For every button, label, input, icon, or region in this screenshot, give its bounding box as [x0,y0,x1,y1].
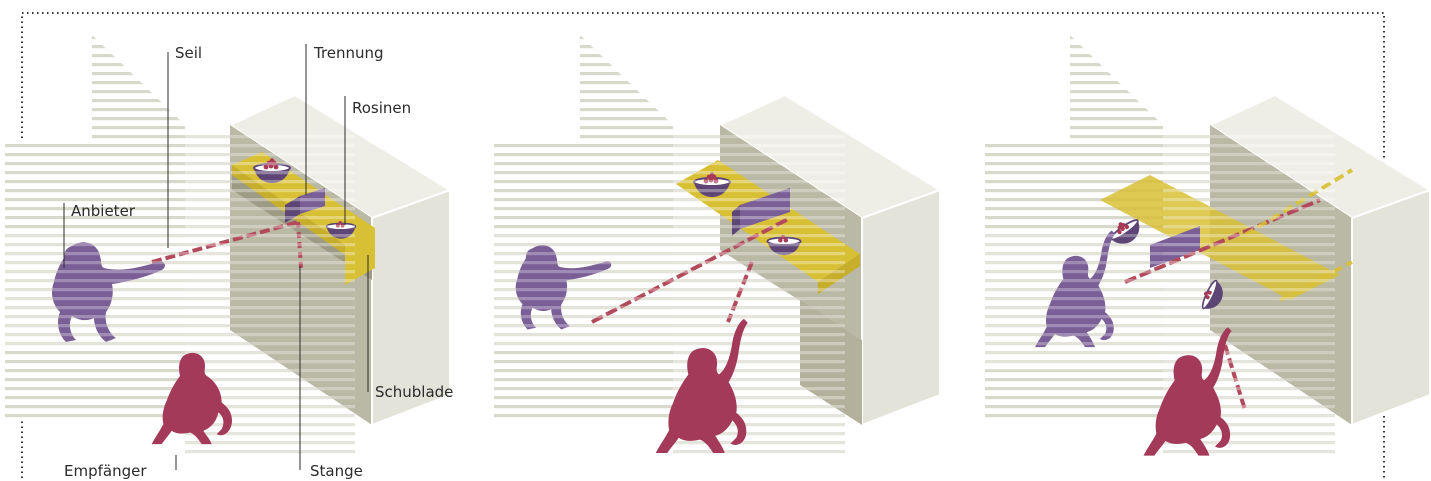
svg-text:Schublade: Schublade [375,383,453,401]
svg-text:Empfänger: Empfänger [64,462,147,480]
panel-1: Seil Trennung Rosinen Anbieter Schublade… [5,35,453,480]
svg-text:Rosinen: Rosinen [352,99,411,117]
panel-2 [494,35,940,455]
svg-text:Stange: Stange [310,462,363,480]
label-receiver: Empfänger [64,455,176,480]
svg-text:Anbieter: Anbieter [71,202,136,220]
svg-text:Seil: Seil [175,44,202,62]
svg-text:Trennung: Trennung [313,44,384,62]
panel-3 [985,35,1430,456]
